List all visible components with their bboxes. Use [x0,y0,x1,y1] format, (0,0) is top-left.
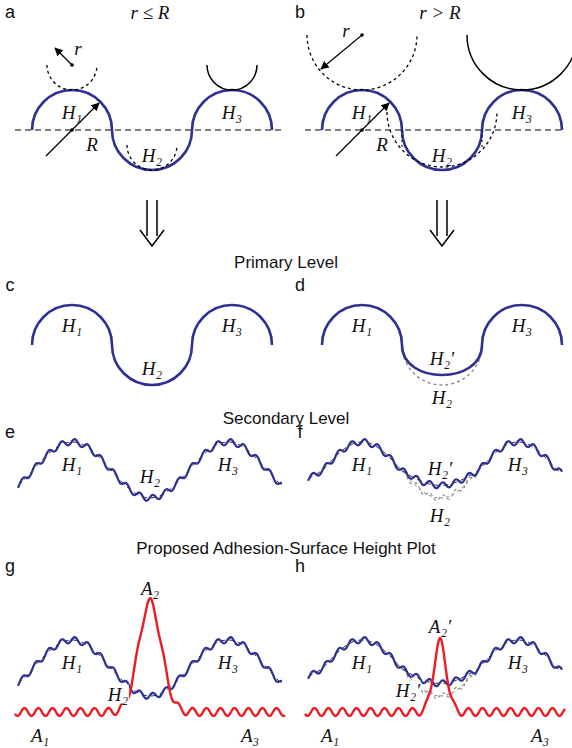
height-label: H₂ [140,467,160,486]
height-label: H₁ [352,103,372,122]
height-label: H₂ [142,146,162,165]
adhesion-label: A₃ [531,726,549,745]
height-label: H₁ [352,316,372,335]
height-label: H₃ [512,316,532,335]
height-label: H₂′ [428,459,452,478]
panel-letter: h [295,557,305,575]
height-label: H₃ [218,455,238,474]
height-label: H₁ [352,455,372,474]
adhesion-label: A₂′ [429,617,451,636]
height-label: H₁ [62,103,82,122]
secondary-surface [15,439,565,716]
panel-a [15,48,285,170]
height-label: H₃ [512,103,532,122]
section-title: Primary Level [234,254,338,271]
height-label: H₃ [508,653,528,672]
condition-label: r ≤ R [131,3,170,22]
panel-letter: g [5,557,15,575]
adhesion-label: A₁ [321,726,339,745]
double-arrow [140,200,454,246]
adhesion-label: A₂ [141,579,159,598]
surface-curve [322,305,562,385]
adhesion-label: A₁ [31,726,49,745]
height-label: H₂ [432,146,452,165]
condition-label: r > R [419,3,460,22]
section-title: Secondary Level [223,410,350,427]
height-label: H₁ [352,653,372,672]
panel-letter: b [295,3,305,21]
panel-letter: a [5,3,15,21]
radius-label: r [342,21,349,40]
height-label: H₂ [432,388,452,407]
height-label: H₂′ [395,681,421,700]
height-label: H₁ [62,455,82,474]
adhesion-label: A₃ [241,726,259,745]
height-label: H₂ [142,359,162,378]
radius-label: R [86,135,98,154]
radius-label: R [376,135,388,154]
height-label: H₃ [508,455,528,474]
panel-letter: f [297,423,302,441]
height-label: H₃ [218,653,238,672]
height-label: H₁ [62,316,82,335]
panel-letter: d [295,276,305,294]
height-label: H₃ [222,103,242,122]
surface-curve [32,305,272,385]
height-label: H₃ [222,316,242,335]
height-label: H₂ [107,685,129,704]
height-label: H₁ [62,653,82,672]
panel-b [305,33,572,170]
height-label: H₂′ [430,349,454,368]
height-label: H₂ [430,506,450,525]
panel-letter: c [6,276,15,294]
section-title: Proposed Adhesion-Surface Height Plot [136,540,436,557]
panel-letter: e [5,423,15,441]
radius-label: r [74,39,81,58]
